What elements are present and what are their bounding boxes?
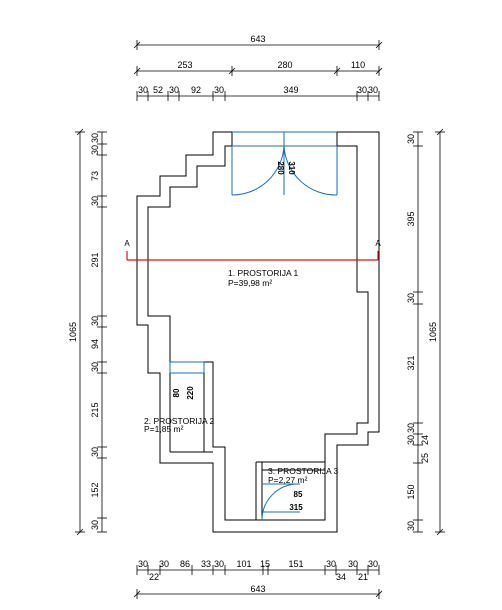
- entrance-double-door: [231, 131, 338, 196]
- bottom-detail-dimension: 30: [368, 559, 378, 569]
- bottom-detail-dimension: 30: [159, 559, 169, 569]
- bottom-dimension-labels: 30 30 86 33 30 101 15 151 30 30 30 22 34…: [138, 559, 378, 594]
- room-labels: 1. PROSTORIJA 1 P=39,98 m² 2. PROSTORIJA…: [144, 268, 339, 485]
- left-overall-dimension: 1065: [68, 322, 78, 342]
- room-area: P=2,27 m²: [268, 475, 308, 485]
- top-detail-dimension: 349: [283, 85, 298, 95]
- door-width-label: 85: [294, 490, 303, 499]
- section-marker-right: A: [375, 239, 381, 248]
- door-height-label: 310: [287, 161, 296, 175]
- left-detail-dimension: 30: [90, 447, 100, 457]
- top-detail-dimension: 30: [368, 85, 378, 95]
- top-detail-dimension: 30: [138, 85, 148, 95]
- bottom-detail-dimension: 30: [214, 559, 224, 569]
- left-detail-dimension: 30: [90, 133, 100, 143]
- room-name: 1. PROSTORIJA 1: [228, 268, 299, 278]
- section-line: A A: [124, 239, 381, 261]
- door-width-label: 280: [276, 161, 285, 175]
- left-detail-dimension: 30: [90, 316, 100, 326]
- top-detail-dimension: 92: [191, 85, 201, 95]
- top-dimensions: [133, 40, 383, 101]
- top-detail-dimension: 52: [153, 85, 163, 95]
- inner-wall-outline: [147, 145, 369, 521]
- bottom-detail-dimension: 30: [138, 559, 148, 569]
- doors: [169, 131, 338, 521]
- right-detail-dimension: 25: [420, 453, 430, 463]
- bottom-detail-subdimension: 21: [358, 572, 368, 582]
- right-detail-dimension: 24: [420, 435, 430, 445]
- left-detail-dimension: 30: [90, 362, 100, 372]
- right-detail-dimension: 321: [406, 355, 416, 370]
- left-dimension-labels: 1065 30 30 73 30 291 30 94 30 215 30 152…: [68, 133, 100, 530]
- top-mid-dimension: 280: [277, 60, 292, 70]
- right-detail-dimension: 395: [406, 211, 416, 226]
- bathroom-door: [261, 483, 300, 521]
- right-detail-dimension: 30: [406, 134, 416, 144]
- bottom-detail-dimension: 101: [236, 559, 251, 569]
- section-marker-left: A: [124, 239, 130, 248]
- top-overall-dimension: 643: [250, 34, 265, 44]
- bottom-detail-dimension: 30: [348, 559, 358, 569]
- left-detail-dimension: 215: [90, 402, 100, 417]
- bottom-detail-dimension: 86: [180, 559, 190, 569]
- room-area: P=39,98 m²: [228, 278, 272, 288]
- right-detail-dimension: 30: [406, 423, 416, 433]
- room-area: P=1,85 m²: [144, 424, 184, 434]
- walls: [136, 131, 380, 533]
- top-mid-dimension: 253: [177, 60, 192, 70]
- door-width-label: 80: [172, 388, 181, 397]
- top-dimension-labels: 643 253 280 110 30 52 30 92 30 349 30 30: [138, 34, 378, 95]
- room-name: 3. PROSTORIJA 3: [268, 466, 339, 476]
- bottom-overall-dimension: 643: [250, 584, 265, 594]
- bottom-detail-subdimension: 34: [336, 572, 346, 582]
- right-detail-dimension: 30: [406, 521, 416, 531]
- top-detail-dimension: 30: [357, 85, 367, 95]
- bottom-detail-dimension: 33: [201, 559, 211, 569]
- left-detail-dimension: 30: [90, 520, 100, 530]
- left-detail-dimension: 73: [90, 171, 100, 181]
- door-height-label: 220: [186, 386, 195, 400]
- top-detail-dimension: 30: [169, 85, 179, 95]
- top-detail-dimension: 30: [214, 85, 224, 95]
- bottom-dimensions: [133, 565, 383, 599]
- left-detail-dimension: 152: [90, 482, 100, 497]
- room-name: 2. PROSTORIJA 2: [144, 416, 215, 426]
- right-detail-dimension: 150: [406, 484, 416, 499]
- right-dimension-labels: 30 395 30 321 30 30 25 24 150 30 1065: [406, 134, 438, 531]
- left-detail-dimension: 291: [90, 252, 100, 267]
- bottom-detail-subdimension: 22: [149, 572, 159, 582]
- right-dimensions: [413, 128, 445, 536]
- left-detail-dimension: 94: [90, 339, 100, 349]
- left-detail-dimension: 30: [90, 196, 100, 206]
- door-height-label: 315: [289, 503, 303, 512]
- left-detail-dimension: 30: [90, 145, 100, 155]
- right-overall-dimension: 1065: [428, 322, 438, 342]
- bottom-detail-dimension: 30: [326, 559, 336, 569]
- outer-wall-outline: [136, 131, 380, 533]
- right-detail-dimension: 30: [406, 293, 416, 303]
- left-dimensions: [75, 128, 107, 536]
- bottom-detail-dimension: 151: [288, 559, 303, 569]
- storage-door: [169, 361, 205, 374]
- top-mid-dimension: 110: [351, 60, 365, 70]
- bottom-detail-dimension: 15: [260, 559, 270, 569]
- right-detail-dimension: 30: [406, 435, 416, 445]
- door-labels: 280 310 80 220 85 315: [172, 161, 303, 512]
